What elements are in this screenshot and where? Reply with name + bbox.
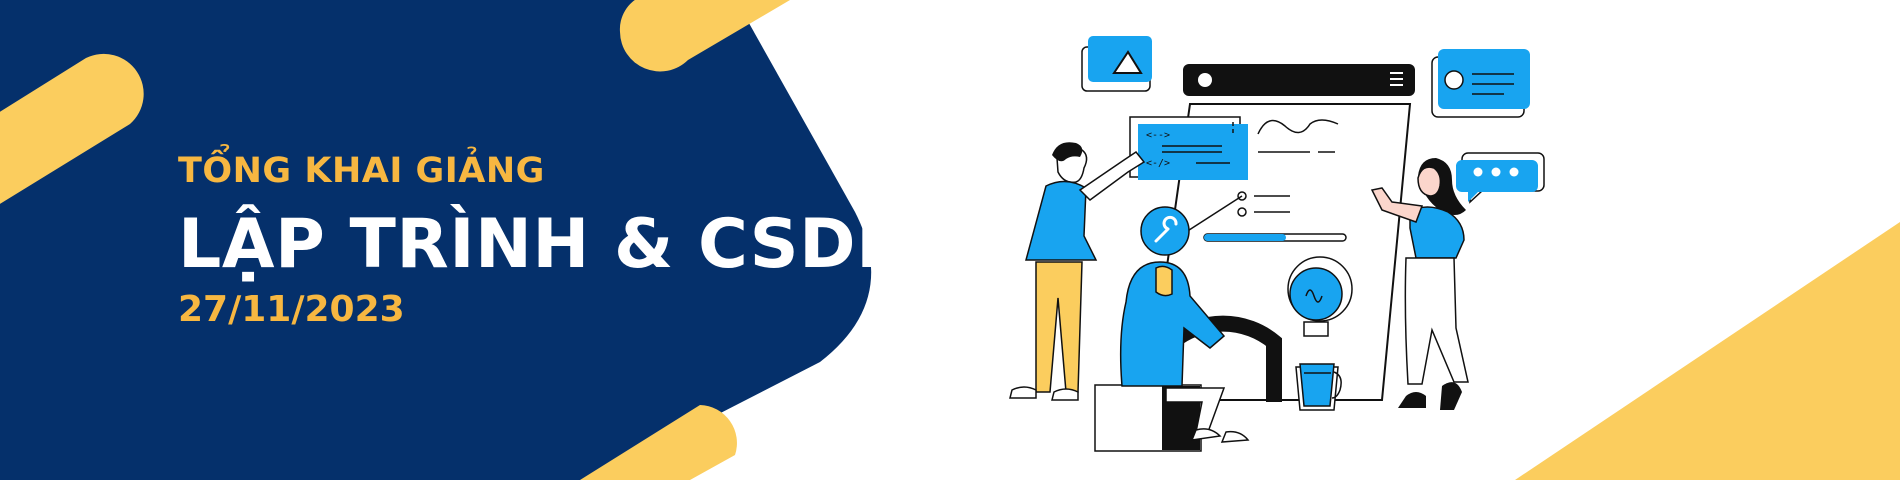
yellow-triangle-bottom-right bbox=[1515, 222, 1900, 480]
banner-date: 27/11/2023 bbox=[178, 289, 405, 330]
wrench-icon bbox=[1140, 206, 1190, 256]
triangle-card-icon bbox=[1081, 36, 1152, 92]
headline-block: TỔNG KHAI GIẢNG LẬP TRÌNH & CSDL 27/11/2… bbox=[178, 150, 900, 332]
profile-card-icon bbox=[1431, 49, 1530, 118]
paint-bucket-icon bbox=[1295, 363, 1342, 411]
banner-title: LẬP TRÌNH & CSDL bbox=[178, 205, 900, 284]
person-standing-right bbox=[1370, 158, 1469, 410]
yellow-pill-bottom bbox=[580, 405, 737, 480]
lightbulb-icon bbox=[1287, 256, 1353, 337]
yellow-pill-top-center bbox=[619, 0, 790, 72]
chat-bubble-icon bbox=[1456, 152, 1545, 204]
yellow-pill-top-left bbox=[0, 53, 144, 204]
developers-illustration: <--> <-/> bbox=[1009, 36, 1545, 452]
person-standing-left bbox=[1009, 142, 1146, 401]
code-close-tag: <-/> bbox=[1146, 158, 1170, 169]
code-open-tag: <--> bbox=[1146, 130, 1170, 141]
navy-shape bbox=[0, 0, 872, 480]
code-card: <--> <-/> bbox=[1129, 116, 1248, 180]
banner-kicker: TỔNG KHAI GIẢNG bbox=[178, 151, 545, 191]
person-sitting bbox=[1119, 261, 1250, 443]
